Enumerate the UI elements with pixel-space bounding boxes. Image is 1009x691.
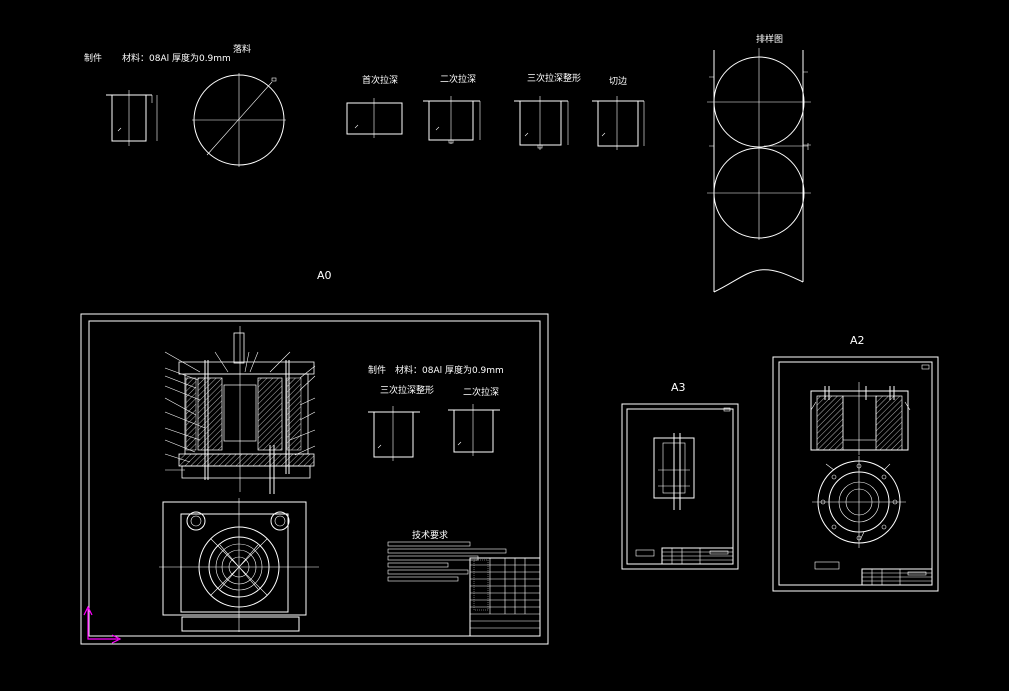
- trim-label: 切边: [609, 76, 627, 87]
- part-label: 制件: [84, 52, 102, 64]
- first-draw-group[interactable]: 首次拉深: [346, 74, 403, 138]
- sheet-a2[interactable]: [772, 356, 939, 592]
- second-draw-group[interactable]: 二次拉深: [423, 73, 481, 144]
- a2-title-block: [814, 561, 933, 586]
- layout-diagram-group[interactable]: 排样图: [707, 33, 811, 293]
- trim-group[interactable]: 切边: [592, 76, 645, 150]
- first-draw-label: 首次拉深: [362, 74, 398, 86]
- die-section-sketch: [810, 382, 911, 455]
- layout-label: 排样图: [756, 33, 783, 45]
- sheet-a0-label: A0: [317, 269, 332, 282]
- a0-annotations: 制件 材料：08Al 厚度为0.9mm 三次拉深整形 二次拉深: [368, 364, 504, 461]
- a0-second-draw-label: 二次拉深: [463, 386, 499, 398]
- first-draw-sketch: [346, 98, 403, 138]
- material-text: 材料：08Al 厚度为0.9mm: [122, 52, 231, 64]
- third-draw-group[interactable]: 三次拉深整形: [514, 72, 581, 150]
- part-drawing-group[interactable]: 制件 材料：08Al 厚度为0.9mm: [84, 52, 231, 146]
- punch-sketch: [653, 433, 695, 510]
- sheet-a0[interactable]: 制件 材料：08Al 厚度为0.9mm 三次拉深整形 二次拉深 技术要求: [80, 313, 549, 645]
- a0-part-label: 制件: [368, 364, 386, 376]
- blank-drawing-group[interactable]: 落料: [192, 43, 286, 167]
- a0-tech-notes: 技术要求: [387, 529, 507, 582]
- blank-label: 落料: [233, 43, 251, 55]
- die-plan-view: [159, 498, 319, 632]
- third-draw-label: 三次拉深整形: [527, 72, 581, 84]
- die-assembly-section: [164, 326, 316, 494]
- sheet-a2-label: A2: [850, 334, 865, 347]
- a0-third-draw-label: 三次拉深整形: [380, 384, 434, 396]
- sheet-a3-label: A3: [671, 381, 686, 394]
- blank-circle-sketch: [192, 73, 286, 167]
- part-sketch: [106, 90, 158, 146]
- tech-req-label: 技术要求: [412, 529, 448, 541]
- strip-layout-sketch: [707, 48, 811, 293]
- a3-title-block: [635, 547, 734, 565]
- trim-sketch: [592, 96, 645, 150]
- a0-material-text: 材料：08Al 厚度为0.9mm: [395, 364, 504, 376]
- second-draw-label: 二次拉深: [440, 73, 476, 85]
- sheet-a3[interactable]: [621, 403, 739, 570]
- second-draw-sketch: [423, 96, 481, 144]
- die-plan-sketch: [812, 456, 906, 548]
- ucs-axis-icon: [83, 605, 122, 644]
- a0-title-block: [469, 557, 541, 637]
- third-draw-sketch: [514, 96, 569, 150]
